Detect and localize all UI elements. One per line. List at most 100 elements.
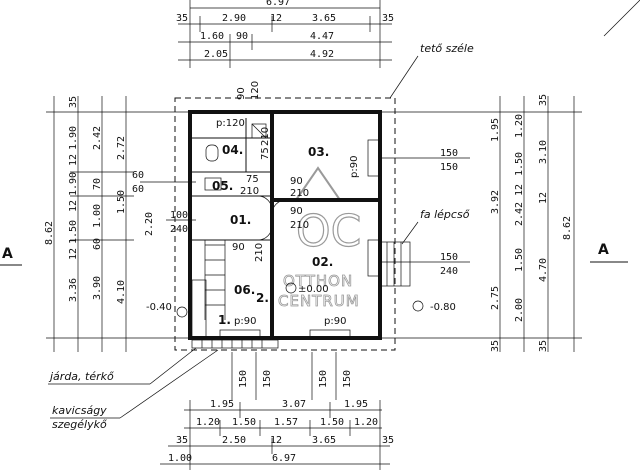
svg-text:1.90: 1.90 <box>68 172 79 196</box>
stair-number-2: 2. <box>256 291 269 305</box>
room-03-label: 03. <box>308 145 329 159</box>
bottom-dim-1.50a: 1.50 <box>232 417 256 428</box>
svg-text:60: 60 <box>92 238 103 250</box>
bottom-dim-3.07: 3.07 <box>282 399 306 410</box>
bottom-dim-1.20a: 1.20 <box>196 417 220 428</box>
section-mark-right: A <box>598 242 609 258</box>
bottom-dim-3.65: 3.65 <box>312 435 336 446</box>
svg-text:1.50: 1.50 <box>68 220 79 244</box>
svg-text:3.10: 3.10 <box>538 140 549 164</box>
door-210-c: 210 <box>240 186 259 197</box>
bottom-dim-2.50: 2.50 <box>222 435 246 446</box>
level-marker-right <box>412 300 424 312</box>
paving-strip <box>191 279 279 349</box>
watermark-line2: CENTRUM <box>278 292 360 310</box>
bottom-dim-1.00: 1.00 <box>168 453 192 464</box>
top-dim-1.60: 1.60 <box>200 31 224 42</box>
svg-text:12: 12 <box>68 248 79 260</box>
svg-text:4.70: 4.70 <box>538 258 549 282</box>
left-dimensions: 8.62 35 1.90 12 1.90 12 1.50 12 3.36 2.4… <box>44 96 196 352</box>
bottom-dim-1.95b: 1.95 <box>344 399 368 410</box>
svg-text:150: 150 <box>440 252 458 263</box>
svg-text:1.90: 1.90 <box>68 126 79 150</box>
door-arc-01 <box>257 195 273 211</box>
bottom-dim-1.57: 1.57 <box>274 417 298 428</box>
svg-text:150: 150 <box>440 148 458 159</box>
svg-text:2.42: 2.42 <box>92 126 103 150</box>
level-left: -0.40 <box>146 302 172 313</box>
top-dim-3.65: 3.65 <box>312 13 336 24</box>
svg-text:35: 35 <box>538 94 549 106</box>
window-02-bottom <box>309 329 351 339</box>
window-06-bottom <box>219 329 261 339</box>
building-walls <box>188 110 382 340</box>
top-dim-12: 12 <box>270 13 282 24</box>
svg-text:8.62: 8.62 <box>562 216 573 240</box>
level-marker-left <box>176 306 188 318</box>
door-90-a: 90 <box>290 176 303 187</box>
svg-text:3.92: 3.92 <box>490 190 501 214</box>
svg-text:2.00: 2.00 <box>514 298 525 322</box>
watermark-logo: OC <box>296 206 361 257</box>
stairs-leader <box>401 221 419 245</box>
svg-text:150: 150 <box>238 370 249 388</box>
level-right: -0.80 <box>430 302 456 313</box>
svg-text:60: 60 <box>132 184 144 195</box>
room-02-label: 02. <box>312 255 333 269</box>
svg-text:2.42: 2.42 <box>514 202 525 226</box>
gravel-leader <box>119 349 219 419</box>
door-90-e: 90 <box>232 242 245 253</box>
bottom-dim-1.20b: 1.20 <box>354 417 378 428</box>
top-dim-6.97: 6.97 <box>266 0 290 8</box>
room-04-label: 04. <box>222 143 243 157</box>
sidewalk-note: járda, térkő <box>48 370 114 383</box>
top-dim-90: 90 <box>236 31 248 42</box>
svg-text:1.95: 1.95 <box>490 118 501 142</box>
svg-text:35: 35 <box>68 96 79 108</box>
roof-edge-leader <box>389 55 419 99</box>
svg-text:150: 150 <box>318 370 329 388</box>
stairs-note: fa lépcső <box>420 208 470 221</box>
svg-text:150: 150 <box>342 370 353 388</box>
svg-text:12: 12 <box>68 200 79 212</box>
room-01-label: 01. <box>230 213 251 227</box>
under-plan-dimensions: 150 150 150 150 <box>231 352 353 400</box>
top-dim-4.92: 4.92 <box>310 49 334 60</box>
right-dimensions: 1.95 3.92 2.75 35 1.20 1.50 12 2.42 1.50… <box>380 94 582 352</box>
door-75-a: 75 <box>246 174 259 185</box>
vent-90: 90 <box>236 87 247 100</box>
svg-text:70: 70 <box>92 178 103 190</box>
top-dim-4.47: 4.47 <box>310 31 334 42</box>
bottom-dimensions: 1.95 3.07 1.95 1.20 1.50 1.57 1.50 1.20 … <box>160 399 394 470</box>
svg-text:1.20: 1.20 <box>514 114 525 138</box>
svg-text:12: 12 <box>538 192 549 204</box>
door-75-b: 75 <box>260 147 271 160</box>
stairs-06 <box>204 240 226 320</box>
svg-text:12: 12 <box>514 184 525 196</box>
svg-text:35: 35 <box>538 340 549 352</box>
door-arc-06 <box>257 225 273 241</box>
top-dim-2.90: 2.90 <box>222 13 246 24</box>
svg-text:240: 240 <box>440 266 458 277</box>
opening-p90-02: p:90 <box>324 316 346 327</box>
svg-text:100: 100 <box>170 210 188 221</box>
sidewalk-leader <box>149 347 197 385</box>
svg-text:1.50: 1.50 <box>514 152 525 176</box>
room-06-label: 06. <box>234 283 255 297</box>
svg-text:150: 150 <box>440 162 458 173</box>
left-dim-8.62: 8.62 <box>44 221 55 245</box>
watermark-line1: OTTHON <box>283 272 353 290</box>
wooden-stairs <box>379 241 411 287</box>
svg-text:1.00: 1.00 <box>92 204 103 228</box>
bottom-dim-1.50b: 1.50 <box>320 417 344 428</box>
gravel-note-2: szegélykő <box>52 418 107 431</box>
opening-p90-03: p:90 <box>349 156 360 178</box>
top-dim-2.05: 2.05 <box>204 49 228 60</box>
svg-text:4.10: 4.10 <box>116 280 127 304</box>
svg-text:1.50: 1.50 <box>514 248 525 272</box>
north-arrow-line <box>603 0 640 37</box>
svg-text:35: 35 <box>490 340 501 352</box>
roof-edge-outline <box>174 97 396 351</box>
cabinet-icon <box>251 123 267 139</box>
